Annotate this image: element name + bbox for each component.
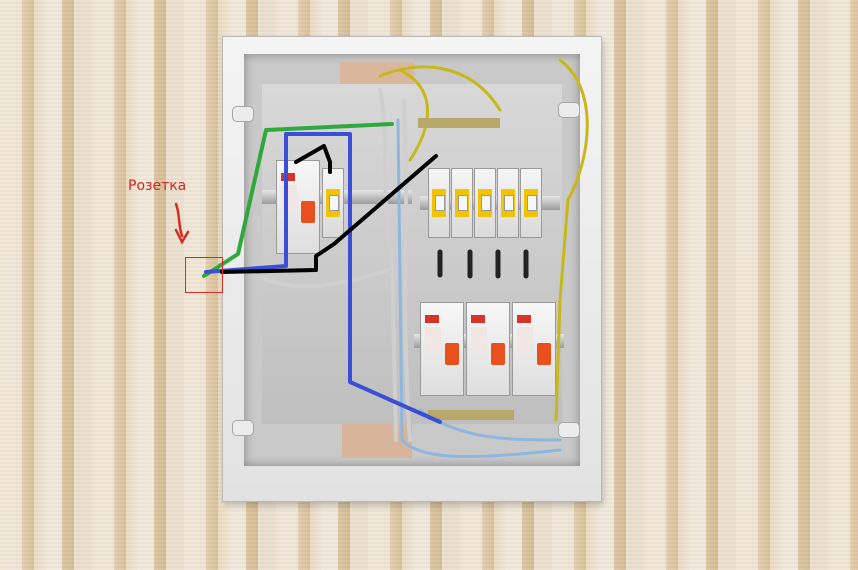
circuit-breaker-main [322,168,344,238]
breaker-lever [458,195,468,211]
rcd-2 [466,302,510,396]
circuit-breaker-5 [520,168,542,238]
rcd-1 [420,302,464,396]
rcd-handle [491,343,505,365]
hinge-bottom-right [558,422,580,438]
neutral-busbar-bottom [428,410,514,420]
breaker-lever [504,195,514,211]
rcd-handle [537,343,551,365]
ground-wire-green [202,122,394,278]
rcd-main [276,160,320,254]
rcd-label [471,327,487,353]
drawn-annotation-wires [202,122,442,424]
rcd-brand-stripe [425,315,439,323]
rcd-handle [445,343,459,365]
rcd-label [425,327,441,353]
breaker-lever [329,195,339,211]
neutral-wire-blue [204,132,442,424]
ground-busbar-top [418,118,500,128]
cable-bundle-grey [260,88,412,442]
rcd-brand-stripe [471,315,485,323]
arrow-down-icon [174,202,190,245]
circuit-breaker-4 [497,168,519,238]
breaker-lever [435,195,445,211]
breaker-lever [481,195,491,211]
cable-bundle-light-blue [396,118,562,459]
rcd-label [517,327,533,353]
cable-bundle-black [437,249,529,279]
socket-callout-label: Розетка [128,178,187,194]
hinge-bottom-left [232,420,254,436]
cable-bundle-yellow [378,58,589,422]
circuit-breaker-2 [451,168,473,238]
socket-location-marker [185,257,223,293]
rcd-brand-stripe [517,315,531,323]
breaker-lever [527,195,537,211]
hinge-top-left [232,106,254,122]
phase-wire-black [220,144,438,274]
rcd-3 [512,302,556,396]
rcd-handle [301,201,315,223]
circuit-breaker-3 [474,168,496,238]
circuit-breaker-1 [428,168,450,238]
box-cables [260,58,589,459]
hinge-top-right [558,102,580,118]
